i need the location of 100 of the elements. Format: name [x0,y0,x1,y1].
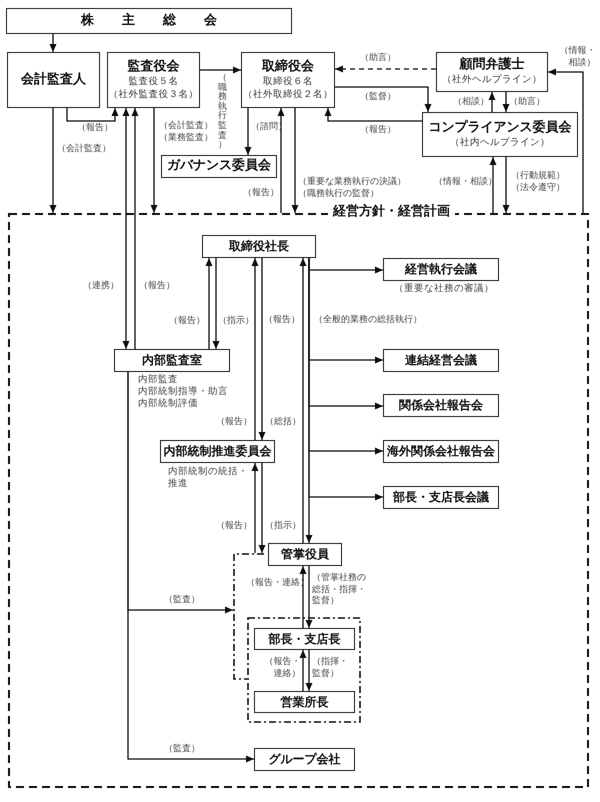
box-title: 取締役社長 [229,239,289,254]
edge-label: （管掌社務の総括・指揮・監督） [312,573,367,608]
edge-label: （報告） [216,521,252,532]
arrow [200,66,241,74]
org-box [383,349,499,372]
box-title: 関係会社報告会 [399,398,483,413]
arrow [278,108,284,213]
arrow [300,566,306,628]
edge-label: （連携） [83,281,119,292]
edge-label: （指示） [265,521,301,532]
edge-label: （報告・連絡） [246,578,309,590]
box-title: 部長・支店長会議 [393,490,489,505]
edge-label: （情報・相談） [558,46,596,69]
box-title: 内部統制推進委員会 [164,444,272,459]
arrow [335,86,432,112]
box-title: 経営執行会議 [405,262,477,277]
org-box [160,440,275,463]
edge-label: （助言） [509,97,545,108]
arrow [252,258,258,440]
edge-label: （行動規範）（法令遵守） [511,171,566,194]
box-subtitle: （社外取締役２名） [243,88,333,102]
edge-label: （報告） [264,315,300,326]
arrow [300,650,306,691]
box-title: 部長・支店長 [268,632,340,646]
box-subtitle: （社内ヘルプライン） [450,136,550,150]
org-box [254,691,355,713]
arrow [50,34,56,52]
edge-label: （報告） [139,281,175,292]
box-title: ガバナンス委員会 [167,158,271,175]
org-box [268,543,342,566]
edge-label: （情報・相談） [434,177,497,188]
edge-label: （相談） [453,97,489,108]
org-box [383,440,499,463]
org-box [383,258,499,281]
box-title: 株主総会 [80,12,245,30]
arrow [252,463,258,553]
edge-label: （報告） [169,316,205,328]
box-note: （重要な社務の審議） [394,283,494,295]
arrow [122,108,130,349]
arrow [502,92,510,112]
box-title: 取締役会 [262,58,314,75]
org-box [107,52,200,108]
box-subtitle: 取締役６名 [263,74,313,88]
box-title: 営業所長 [280,694,328,710]
edge-label: （監査） [164,595,200,606]
org-box [383,394,499,417]
arrow [292,108,298,213]
arrow [488,92,496,112]
org-box [436,52,548,92]
box-subtitle: （社外ヘルプライン） [442,73,542,87]
arrow [244,108,252,155]
edge-label: （監督） [360,92,396,104]
box-note: 内部監査 [138,374,178,386]
org-box [161,155,277,178]
arrow [548,68,584,213]
box-title: グループ会社 [268,752,340,767]
box-title: 連結経営会議 [405,353,477,368]
arrow [306,650,312,691]
arrow [502,157,510,213]
dash-dot-frame [247,617,361,723]
edge-label: （職務執行監査） [217,74,228,151]
org-box [7,52,100,108]
arrow [324,108,422,122]
edge-label: （助言） [360,53,396,64]
edge-label: （指揮・監督） [312,657,349,680]
arrow [306,258,312,543]
edge-label: （全般的業務の総括執行） [314,315,422,326]
box-subtitle: 監査役５名 [128,74,178,88]
arrow [212,258,220,349]
edge-label: （報告） [216,417,252,428]
edge-label: （報告） [243,188,279,200]
arrow [206,258,212,349]
edge-label: （諮問） [251,122,287,134]
box-title: 監査役会 [128,58,180,75]
box-note: 内部統制指導・助言 [138,386,228,398]
box-title: 管掌役員 [281,547,329,562]
arrow [150,108,158,213]
dash-dot-bracket [233,553,264,680]
edge-label: （報告） [360,125,396,136]
org-box [383,486,499,509]
arrow [335,66,436,72]
arrow [258,258,266,440]
edge-label: （指示） [218,316,254,328]
arrow [258,463,266,553]
org-box [6,8,292,34]
edge-label: （監査） [164,744,200,756]
box-note: 内部統制の統括・推進 [168,466,249,490]
arrow [66,108,118,122]
box-title: 内部監査室 [142,353,202,368]
org-box [241,52,335,108]
arrow [50,108,56,213]
box-note: 内部統制評価 [138,398,198,410]
box-title: 海外関係会社報告会 [387,444,495,459]
edge-label: （重要な業務執行の決議）（職務執行の監督） [298,177,407,200]
org-box [202,235,316,258]
org-box [114,349,230,372]
org-box [254,628,355,650]
arrow [306,566,312,628]
arrow [132,108,138,349]
frame-title: 経営方針・経営計画 [328,204,455,220]
